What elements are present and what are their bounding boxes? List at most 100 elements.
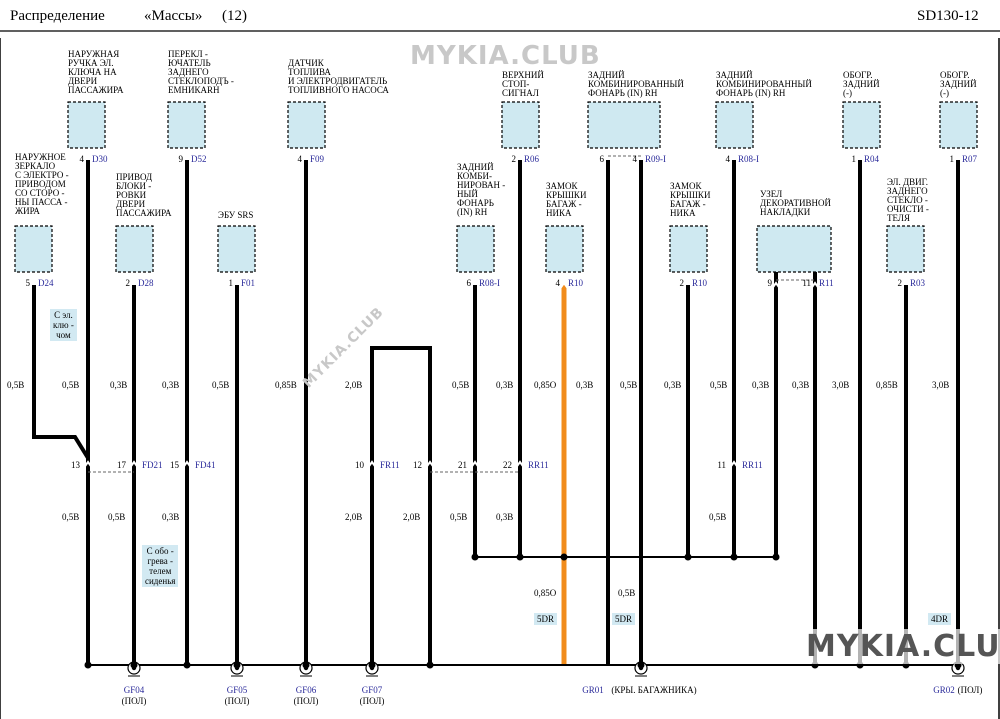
pin-number-r07: 1 [950,154,955,164]
wire-size-upper-11: 0,5B [620,380,637,390]
component-label-r07: ОБОГР.ЗАДНИЙ(-) [940,70,977,98]
connector-chevron-4 [424,460,436,470]
wire-size-upper-13: 0,5B [710,380,727,390]
junction-dot-4 [302,661,310,669]
junction-dot-0 [84,661,92,669]
connector-code-r07: R07 [962,154,978,164]
component-box-r06 [501,101,540,149]
wire-size-lower-2: 0,3B [162,512,179,522]
component-label-f01: ЭБУ SRS [218,210,253,220]
wire-d24 [32,285,90,460]
wire-fr11 [370,346,432,665]
wire-size-upper-3: 0,3B [162,380,179,390]
ground-name-gf05: GF05 [227,685,248,695]
component-box-r03 [886,225,925,273]
splice-pin-rr11a-0: 12 [413,460,422,470]
connector-code-r09: R09-I [645,154,666,164]
connector-chevron-5 [469,460,481,470]
connector-code-d24: D24 [38,278,54,288]
note-4dr: 4DR [928,613,952,625]
junction-dot-3 [233,661,241,669]
header-code: SD130-12 [917,8,979,24]
component-box-r07 [939,101,978,149]
note-electric-key: С эл. клю - чом [50,309,77,341]
component-box-f09 [287,101,326,149]
connector-chevron-1 [128,460,140,470]
wire-size-r09-lower: 0,5B [618,588,635,598]
wire-size-upper-18: 3,0B [932,380,949,390]
ground-location-gf07: (ПОЛ) [360,696,385,706]
watermark-bottom: MYKIA.CLUB [806,629,1000,664]
note-5dr-a: 5DR [534,613,558,625]
connector-code-r03: R03 [910,278,926,288]
component-box-f01 [217,225,256,273]
wire-size-lower-3: 2,0B [345,512,362,522]
component-box-r08 [456,225,495,273]
component-box-r10a [545,225,584,273]
junction-dot-13 [772,553,780,561]
wire-size-orange-lower: 0,85O [534,588,557,598]
pin-number-d28: 2 [126,278,131,288]
connector-chevron-6 [514,460,526,470]
wire-size-upper-15: 0,3B [792,380,809,390]
component-box-d52 [167,101,206,149]
ground-location-gf04: (ПОЛ) [122,696,147,706]
splice-pin-rr11a-2: 22 [503,460,512,470]
junction-dot-9 [560,553,568,561]
ground-location-gf06: (ПОЛ) [294,696,319,706]
ground-name-gf06: GF06 [296,685,317,695]
connector-code-r06: R06 [524,154,540,164]
wire-size-upper-1: 0,5B [62,380,79,390]
component-box-r11 [756,225,832,273]
wire-size-lower-4: 2,0B [403,512,420,522]
pin-number-r11: 11 [802,278,811,288]
ground-name-gr02: GR02 [933,685,955,695]
ground-name-gf04: GF04 [124,685,145,695]
ground-location-gf05: (ПОЛ) [225,696,250,706]
splice-pin-fd21-0: 13 [71,460,81,470]
wire-size-lower-6: 0,3B [496,512,513,522]
component-box-r08top [715,101,754,149]
connector-code-d30: D30 [92,154,108,164]
wire-size-upper-16: 3,0B [832,380,849,390]
wire-size-upper-7: 0,5B [452,380,469,390]
pin-number-f01: 1 [229,278,234,288]
component-box-d24 [14,225,53,273]
ground-name-gr01: GR01 [582,685,604,695]
splice-pin-rr11b-0: 11 [717,460,726,470]
pin-number-d24: 5 [26,278,31,288]
wire-size-upper-0: 0,5B [7,380,24,390]
splice-code-rr11a: RR11 [528,460,549,470]
junction-dot-10 [637,661,645,669]
pin-number-2-r11: 9 [768,278,773,288]
connector-code-r10a: R10 [568,278,584,288]
wire-size-upper-14: 0,3B [752,380,769,390]
splice-pin-fd41-0: 15 [170,460,180,470]
wire-size-upper-5: 0,85B [275,380,297,390]
pin-number-f09: 4 [298,154,303,164]
pin-number-r04: 1 [852,154,857,164]
component-label-r04: ОБОГР.ЗАДНИЙ(-) [843,70,880,98]
pin-number-r10b: 2 [680,278,685,288]
splice-code-fr11: FR11 [380,460,400,470]
connector-chevron-2 [181,460,193,470]
ground-location-gr02: (ПОЛ) [958,685,983,695]
pin-number-r08: 6 [467,278,472,288]
connector-code-r08top: R08-I [738,154,759,164]
connector-code-r11: R11 [819,278,834,288]
connector-code-r04: R04 [864,154,880,164]
connector-code-f09: F09 [310,154,325,164]
wire-size-upper-9: 0,85O [534,380,557,390]
wire-size-upper-12: 0,3B [664,380,681,390]
pin-number-r10a: 4 [556,278,561,288]
